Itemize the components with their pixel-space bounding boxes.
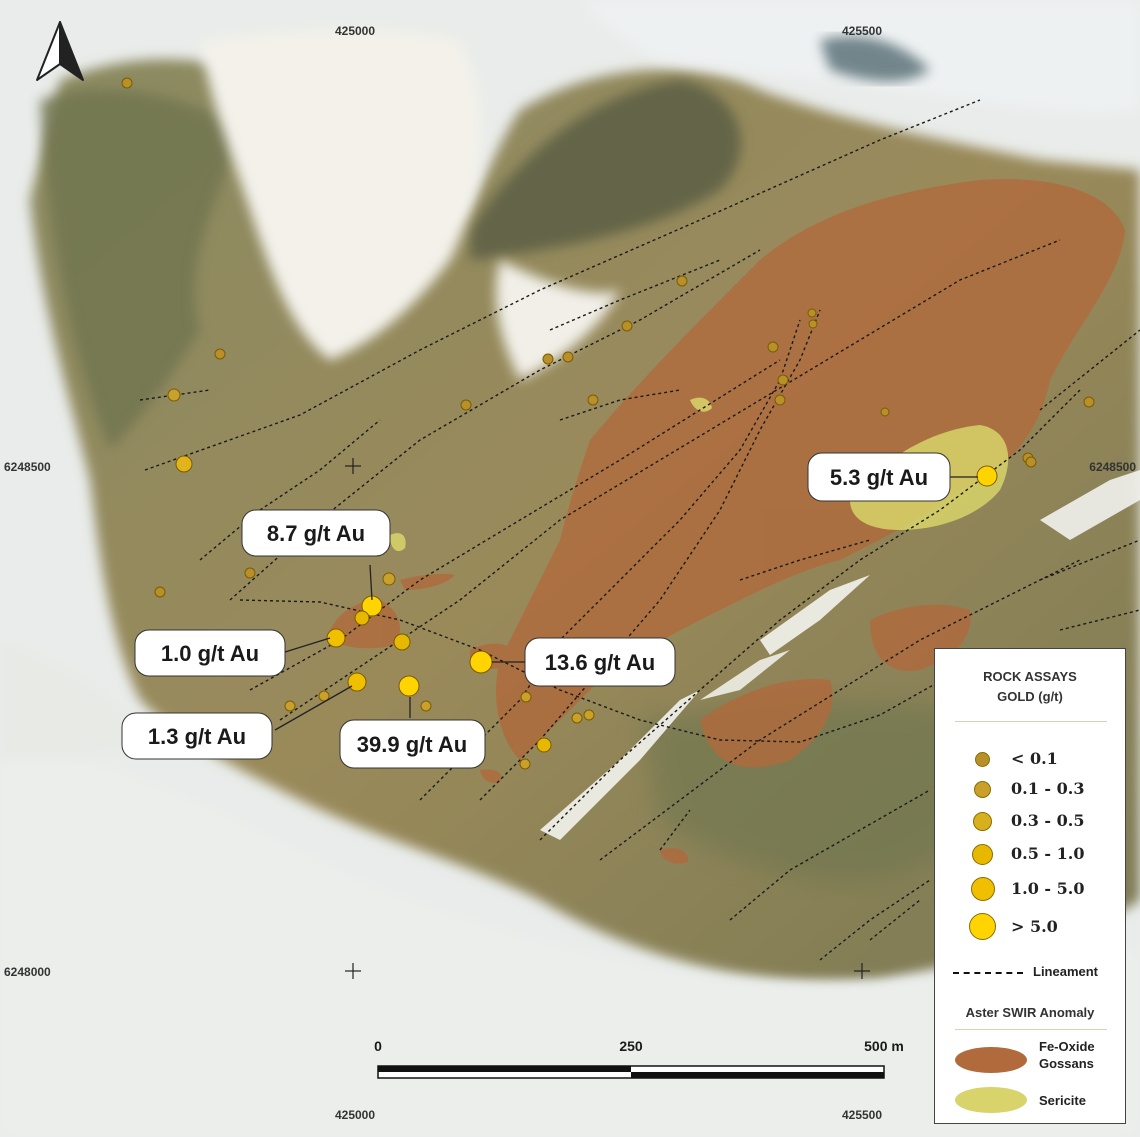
svg-text:6248500: 6248500 [1089, 460, 1136, 474]
svg-text:0: 0 [374, 1038, 382, 1054]
svg-text:1.3 g/t Au: 1.3 g/t Au [148, 724, 246, 749]
fe-oxide-swatch-icon [955, 1047, 1027, 1073]
callout-1-0: 1.0 g/t Au [134, 629, 286, 677]
rock-assay-samples [121, 77, 1095, 770]
legend-title-line1: ROCK ASSAYS [983, 669, 1077, 684]
legend-class-1-0-5-0: 1.0 - 5.0 [935, 877, 1125, 901]
legend-divider [955, 1029, 1107, 1030]
legend-class-0-1-0-3: 0.1 - 0.3 [935, 777, 1125, 801]
svg-text:425500: 425500 [842, 24, 882, 38]
legend-title-line2: GOLD (g/t) [997, 689, 1063, 704]
callout-39-9: 39.9 g/t Au [339, 719, 486, 769]
svg-text:5.3 g/t Au: 5.3 g/t Au [830, 465, 928, 490]
grid-crosses [345, 458, 870, 979]
map-legend: ROCK ASSAYS GOLD (g/t) < 0.1 0.1 - 0.3 0… [934, 648, 1126, 1124]
gold-dot-icon [975, 752, 990, 767]
callout-8-7: 8.7 g/t Au [241, 509, 391, 557]
sericite-swatch-icon [955, 1087, 1027, 1113]
legend-divider [955, 721, 1107, 722]
svg-text:425000: 425000 [335, 24, 375, 38]
gold-dot-icon [971, 877, 995, 901]
legend-sericite: Sericite [935, 1085, 1125, 1119]
callout-5-3: 5.3 g/t Au [807, 452, 951, 502]
svg-text:6248000: 6248000 [4, 965, 51, 979]
svg-text:39.9 g/t Au: 39.9 g/t Au [357, 732, 467, 757]
svg-text:425500: 425500 [842, 1108, 882, 1122]
legend-lineament: Lineament [935, 961, 1125, 985]
svg-text:500 m: 500 m [864, 1038, 904, 1054]
svg-text:250: 250 [619, 1038, 643, 1054]
gold-dot-icon [972, 844, 993, 865]
callout-leaders [274, 476, 978, 731]
legend-class-gt-5-0: > 5.0 [935, 913, 1125, 940]
callout-13-6: 13.6 g/t Au [524, 637, 676, 687]
gold-dot-icon [974, 781, 991, 798]
gold-dot-icon [969, 913, 996, 940]
legend-class-0-5-1-0: 0.5 - 1.0 [935, 842, 1125, 866]
legend-class-0-3-0-5: 0.3 - 0.5 [935, 809, 1125, 833]
legend-class-lt-0-1: < 0.1 [935, 747, 1125, 771]
svg-text:6248500: 6248500 [4, 460, 51, 474]
scale-bar: 0 250 500 m [374, 1038, 904, 1079]
north-arrow-icon [36, 21, 84, 81]
svg-text:13.6 g/t Au: 13.6 g/t Au [545, 650, 655, 675]
legend-anomaly-title: Aster SWIR Anomaly [965, 1005, 1095, 1020]
legend-fe-oxide: Fe-Oxide Gossans [935, 1039, 1125, 1079]
svg-text:1.0 g/t Au: 1.0 g/t Au [161, 641, 259, 666]
callout-1-3: 1.3 g/t Au [121, 712, 273, 760]
gold-dot-icon [973, 812, 992, 831]
lineament-line-icon [953, 972, 1023, 974]
coordinate-labels: 425000 425500 425000 425500 6248500 6248… [4, 24, 1136, 1122]
svg-text:8.7 g/t Au: 8.7 g/t Au [267, 521, 365, 546]
svg-text:425000: 425000 [335, 1108, 375, 1122]
